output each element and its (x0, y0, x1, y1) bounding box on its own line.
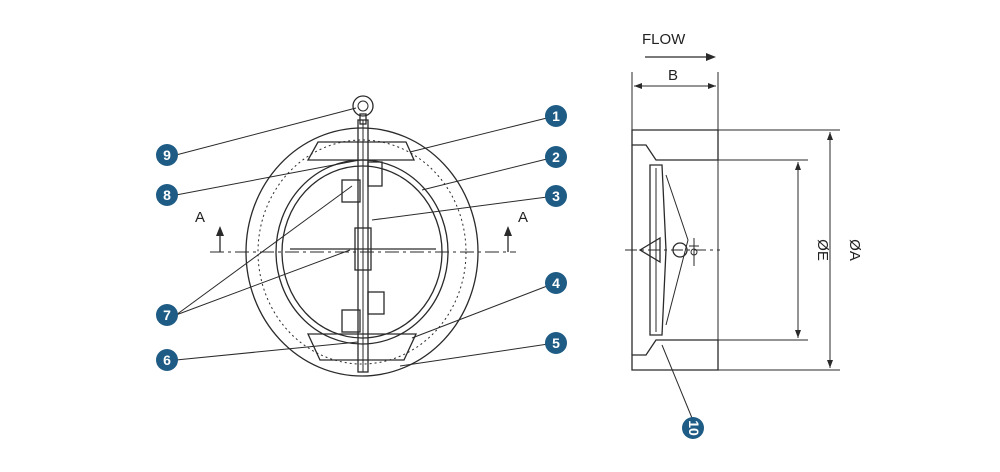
pin-marker-dot (690, 248, 698, 256)
lower-stop-block (341, 309, 361, 333)
eye-bolt-hole (357, 100, 369, 112)
dim-b-label: B (668, 67, 678, 84)
callout-6: 6 (156, 349, 178, 371)
callout-8: 8 (156, 184, 178, 206)
section-arrow-right-head (504, 226, 512, 236)
svg-text:6: 6 (163, 352, 171, 368)
disc-plate (649, 164, 667, 336)
dim-e-label: ØE (814, 239, 831, 261)
flow-label: FLOW (642, 31, 686, 48)
svg-text:2: 2 (552, 149, 560, 165)
leader-lines (175, 107, 556, 367)
callout-5: 5 (545, 332, 567, 354)
lower-pin-lug (367, 291, 385, 315)
section-marker-right: A (518, 209, 528, 226)
body-section-top (631, 129, 719, 161)
svg-text:1: 1 (552, 108, 560, 124)
side-view: FLOW B ØE (625, 31, 863, 439)
body-section-bottom (631, 339, 719, 371)
dim-e-arrow-bottom (795, 330, 801, 338)
svg-text:5: 5 (552, 335, 560, 351)
callout-2: 2 (545, 146, 567, 168)
dim-b-arrow-right (708, 83, 716, 89)
svg-text:3: 3 (552, 188, 560, 204)
dim-e-arrow-top (795, 162, 801, 170)
eye-bolt-ring (352, 95, 374, 117)
dim-a-arrow-bottom (827, 360, 833, 368)
callout-3: 3 (545, 185, 567, 207)
front-view: A A 1 2 3 (156, 95, 567, 377)
dim-a-label: ØA (846, 239, 863, 261)
svg-text:4: 4 (552, 275, 560, 291)
svg-text:10: 10 (686, 420, 702, 436)
flow-arrow-head (706, 53, 716, 61)
leader-10 (661, 344, 693, 419)
dim-a-arrow-top (827, 132, 833, 140)
upper-pin-lug (367, 161, 383, 187)
section-marker-left: A (195, 209, 205, 226)
svg-text:7: 7 (163, 307, 171, 323)
upper-stop-block (341, 179, 361, 203)
callout-1: 1 (545, 105, 567, 127)
eye-bolt-shank (359, 113, 367, 125)
disc-rib (665, 174, 689, 326)
callout-4: 4 (545, 272, 567, 294)
callout-10: 10 (682, 417, 704, 439)
section-arrow-left-head (216, 226, 224, 236)
callout-9: 9 (156, 144, 178, 166)
callout-7: 7 (156, 304, 178, 326)
svg-text:8: 8 (163, 187, 171, 203)
svg-text:9: 9 (163, 147, 171, 163)
dim-b-arrow-left (634, 83, 642, 89)
bottom-hatched-boss (306, 333, 418, 361)
top-hatched-boss (306, 141, 416, 161)
